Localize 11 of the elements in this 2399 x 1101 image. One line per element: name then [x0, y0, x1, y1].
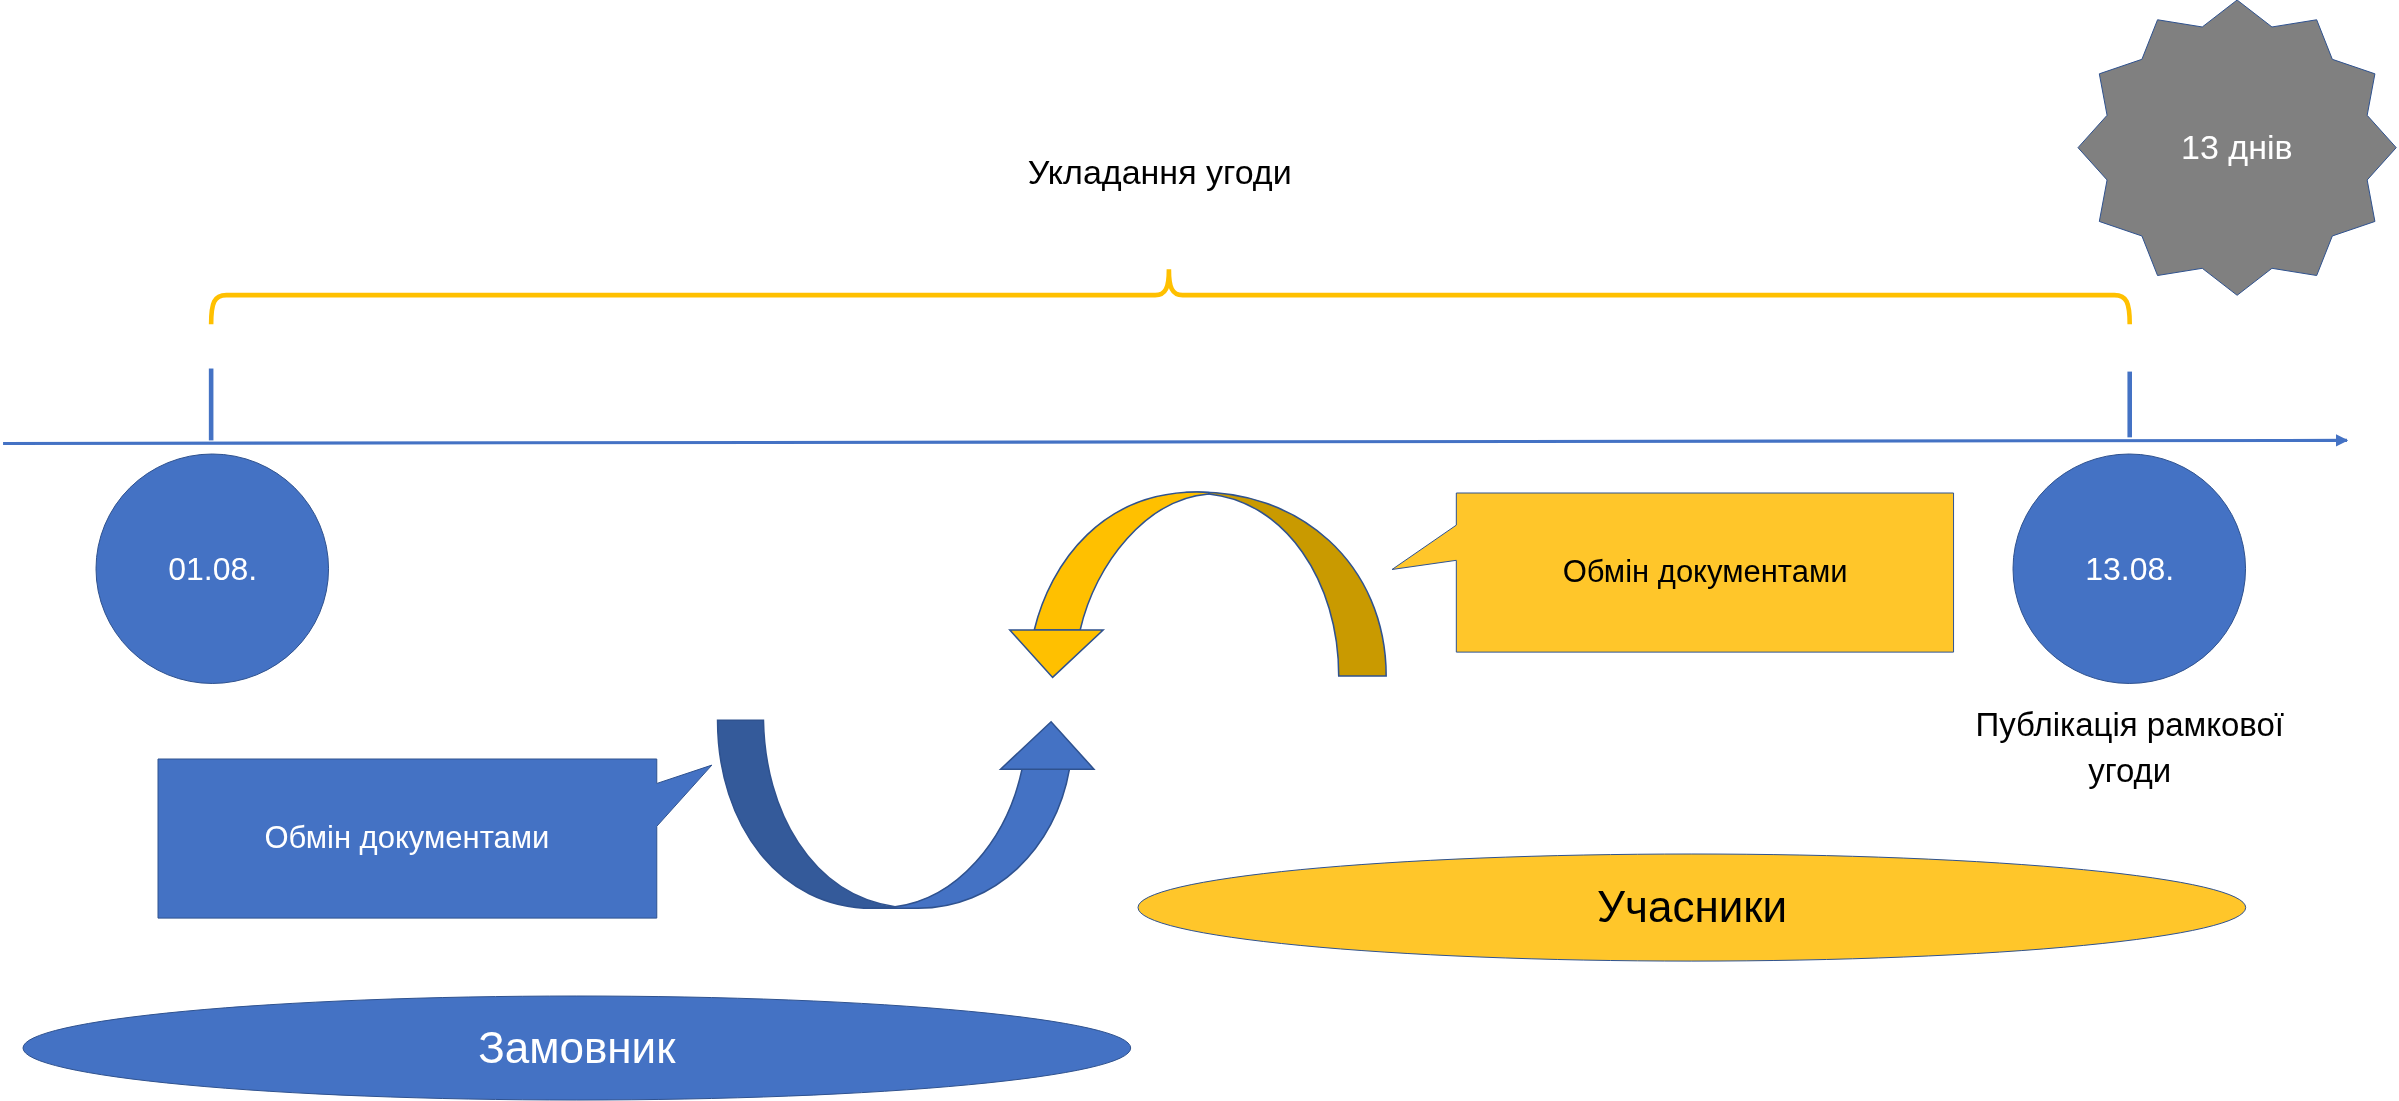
- node-label: Учасники: [1597, 882, 1788, 933]
- curved-arrow: [716, 719, 1096, 910]
- node-label: 13.08.: [2085, 550, 2175, 588]
- node-label: Публікація рамкової угоди: [1974, 705, 2286, 792]
- node-label: 01.08.: [168, 550, 258, 588]
- node-label: 13 днів: [2181, 128, 2293, 168]
- bracket-label: Укладання угоди: [1026, 153, 1293, 192]
- node-label: Замовник: [478, 1023, 676, 1073]
- node-label: Обмін документами: [1562, 554, 1848, 591]
- node-label: Обмін документами: [264, 820, 550, 857]
- curved-arrow: [1008, 491, 1387, 679]
